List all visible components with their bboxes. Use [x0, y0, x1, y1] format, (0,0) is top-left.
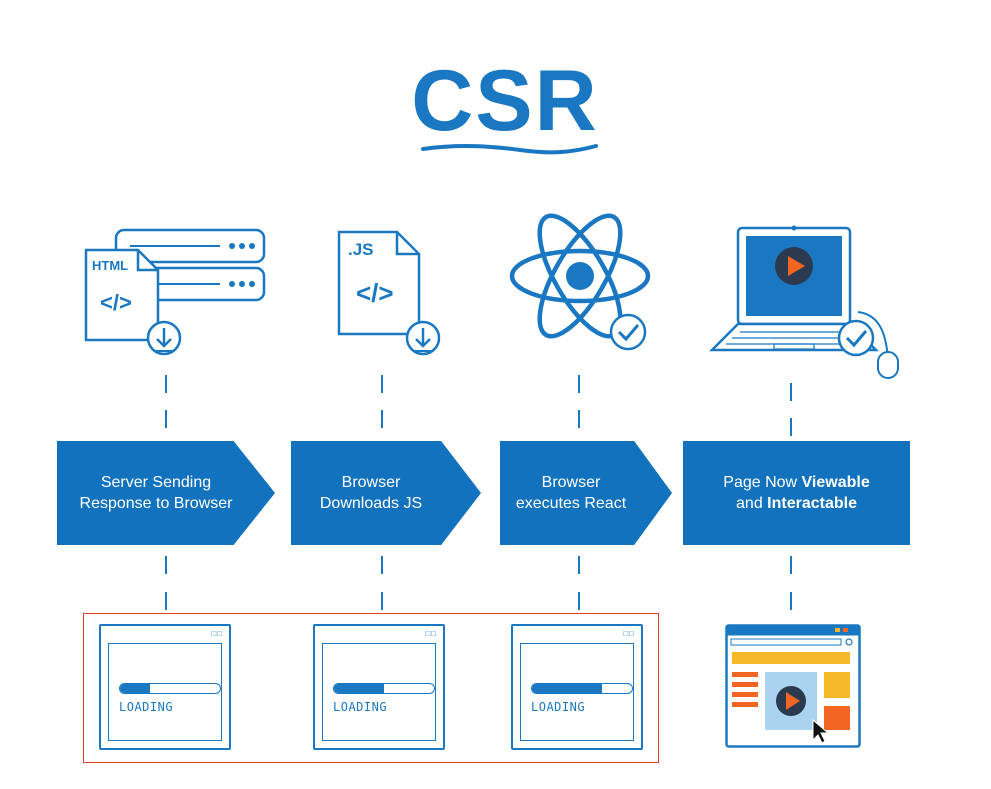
window-content: LOADING: [520, 643, 634, 741]
step-3-line-1: Browser: [541, 474, 601, 491]
step-2-line-2: Downloads JS: [319, 495, 423, 512]
step-4-line-1-prefix: Page Now: [723, 474, 802, 491]
js-code-glyph: </>: [356, 278, 394, 308]
html-code-glyph: </>: [100, 290, 132, 315]
loading-window-3: □□ LOADING: [511, 624, 643, 750]
loading-text: LOADING: [119, 700, 174, 714]
loading-highlight-frame: [83, 613, 659, 763]
step-browser-downloads-js: Browser Downloads JS: [291, 441, 481, 545]
progress-bar: [119, 683, 221, 694]
step-3-line-2: executes React: [515, 495, 627, 512]
window-controls-icon: □□: [211, 629, 223, 638]
progress-bar: [531, 683, 633, 694]
js-file-icon: [337, 230, 441, 356]
loading-window-1: □□ LOADING: [99, 624, 231, 750]
window-controls-icon: □□: [623, 629, 635, 638]
progress-fill: [334, 684, 384, 693]
step-1-line-1: Server Sending: [100, 474, 212, 491]
html-file-label: HTML: [92, 258, 129, 273]
rendered-page-icon: [725, 624, 861, 748]
step-server-sending: Server Sending Response to Browser: [57, 441, 275, 545]
window-controls-icon: □□: [425, 629, 437, 638]
progress-fill: [120, 684, 150, 693]
html-server-icon: [84, 228, 266, 356]
step-2-line-1: Browser: [341, 474, 401, 491]
step-browser-executes-react: Browser executes React: [500, 441, 672, 545]
step-4-line-2-bold: Interactable: [767, 495, 857, 512]
page-title: CSR: [411, 53, 599, 149]
loading-text: LOADING: [333, 700, 388, 714]
window-content: LOADING: [322, 643, 436, 741]
window-content: LOADING: [108, 643, 222, 741]
progress-fill: [532, 684, 602, 693]
step-page-viewable: Page Now Viewable and Interactable: [683, 441, 910, 545]
js-file-label: .JS: [348, 240, 374, 259]
react-atom-icon: [509, 213, 651, 351]
loading-window-2: □□ LOADING: [313, 624, 445, 750]
step-1-line-2: Response to Browser: [79, 495, 233, 512]
progress-bar: [333, 683, 435, 694]
laptop-video-icon: [708, 225, 899, 379]
step-4-line-1-bold: Viewable: [801, 474, 870, 491]
step-4-line-2-prefix: and: [736, 495, 768, 512]
title-underline: [421, 144, 598, 155]
loading-text: LOADING: [531, 700, 586, 714]
